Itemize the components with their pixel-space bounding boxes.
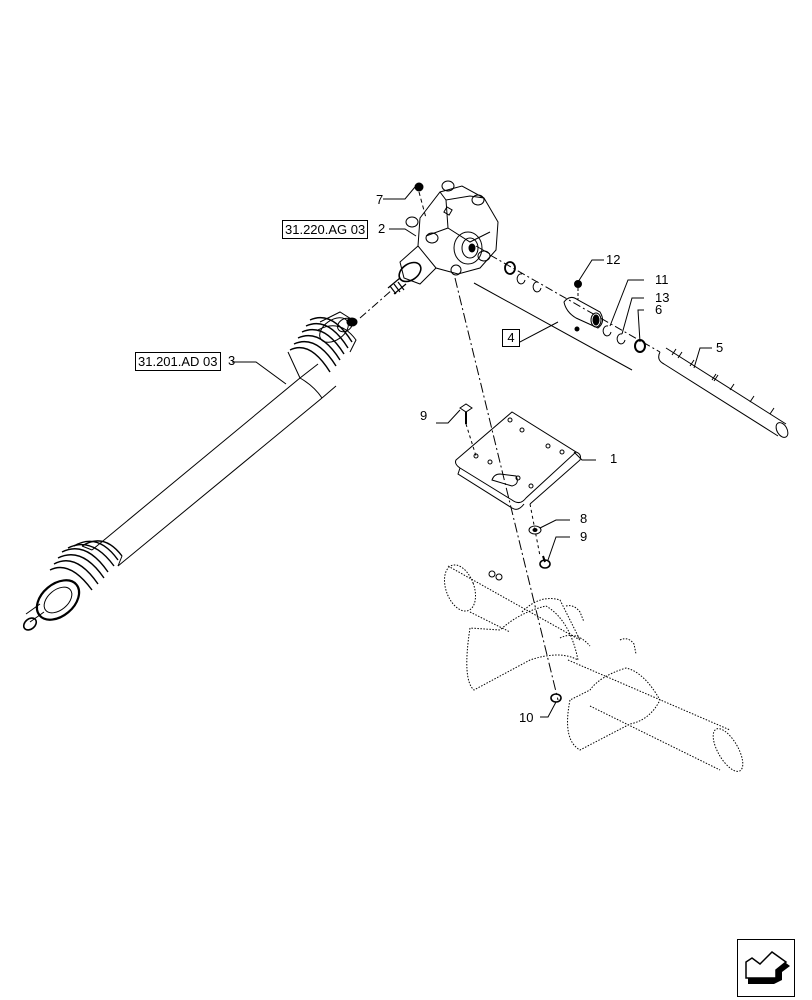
callout-9-lower: 9 <box>580 529 588 544</box>
leader-9a <box>436 409 461 424</box>
leader-11 <box>609 279 644 327</box>
callout-2: 2 <box>378 221 386 236</box>
callout-1: 1 <box>610 451 618 466</box>
callout-12: 12 <box>606 252 621 267</box>
leader-10 <box>540 701 557 718</box>
leader-7 <box>383 186 416 200</box>
gearbox-part <box>387 180 499 295</box>
drive-shaft-part <box>22 311 358 631</box>
leader-2 <box>389 228 417 237</box>
leader-13 <box>621 297 644 335</box>
callout-6: 6 <box>655 302 663 317</box>
reference-link-driveshaft[interactable]: 31.201.AD 03 <box>135 352 221 371</box>
centerline <box>359 289 393 319</box>
callout-13: 13 <box>655 290 670 305</box>
callout-4: 4 <box>502 329 520 347</box>
leader-5 <box>693 347 712 369</box>
leader-12 <box>577 259 604 283</box>
leader-9b <box>547 536 570 561</box>
reference-link-gearbox[interactable]: 31.220.AG 03 <box>282 220 369 239</box>
mounting-plate-part <box>455 403 581 569</box>
return-button[interactable] <box>737 939 795 997</box>
callout-3: 3 <box>228 353 236 368</box>
callout-5: 5 <box>716 340 724 355</box>
return-arrow-icon <box>745 951 790 984</box>
callout-7: 7 <box>376 192 384 207</box>
leader-8 <box>539 519 570 529</box>
leader-6 <box>637 309 644 343</box>
callout-10: 10 <box>519 710 534 725</box>
leader-3 <box>232 361 287 385</box>
axle-frame-part <box>443 564 744 772</box>
callout-8: 8 <box>580 511 588 526</box>
shaft-part <box>658 347 789 438</box>
callout-11: 11 <box>655 272 669 287</box>
leader-1 <box>573 451 596 461</box>
callout-9-upper: 9 <box>420 408 428 423</box>
